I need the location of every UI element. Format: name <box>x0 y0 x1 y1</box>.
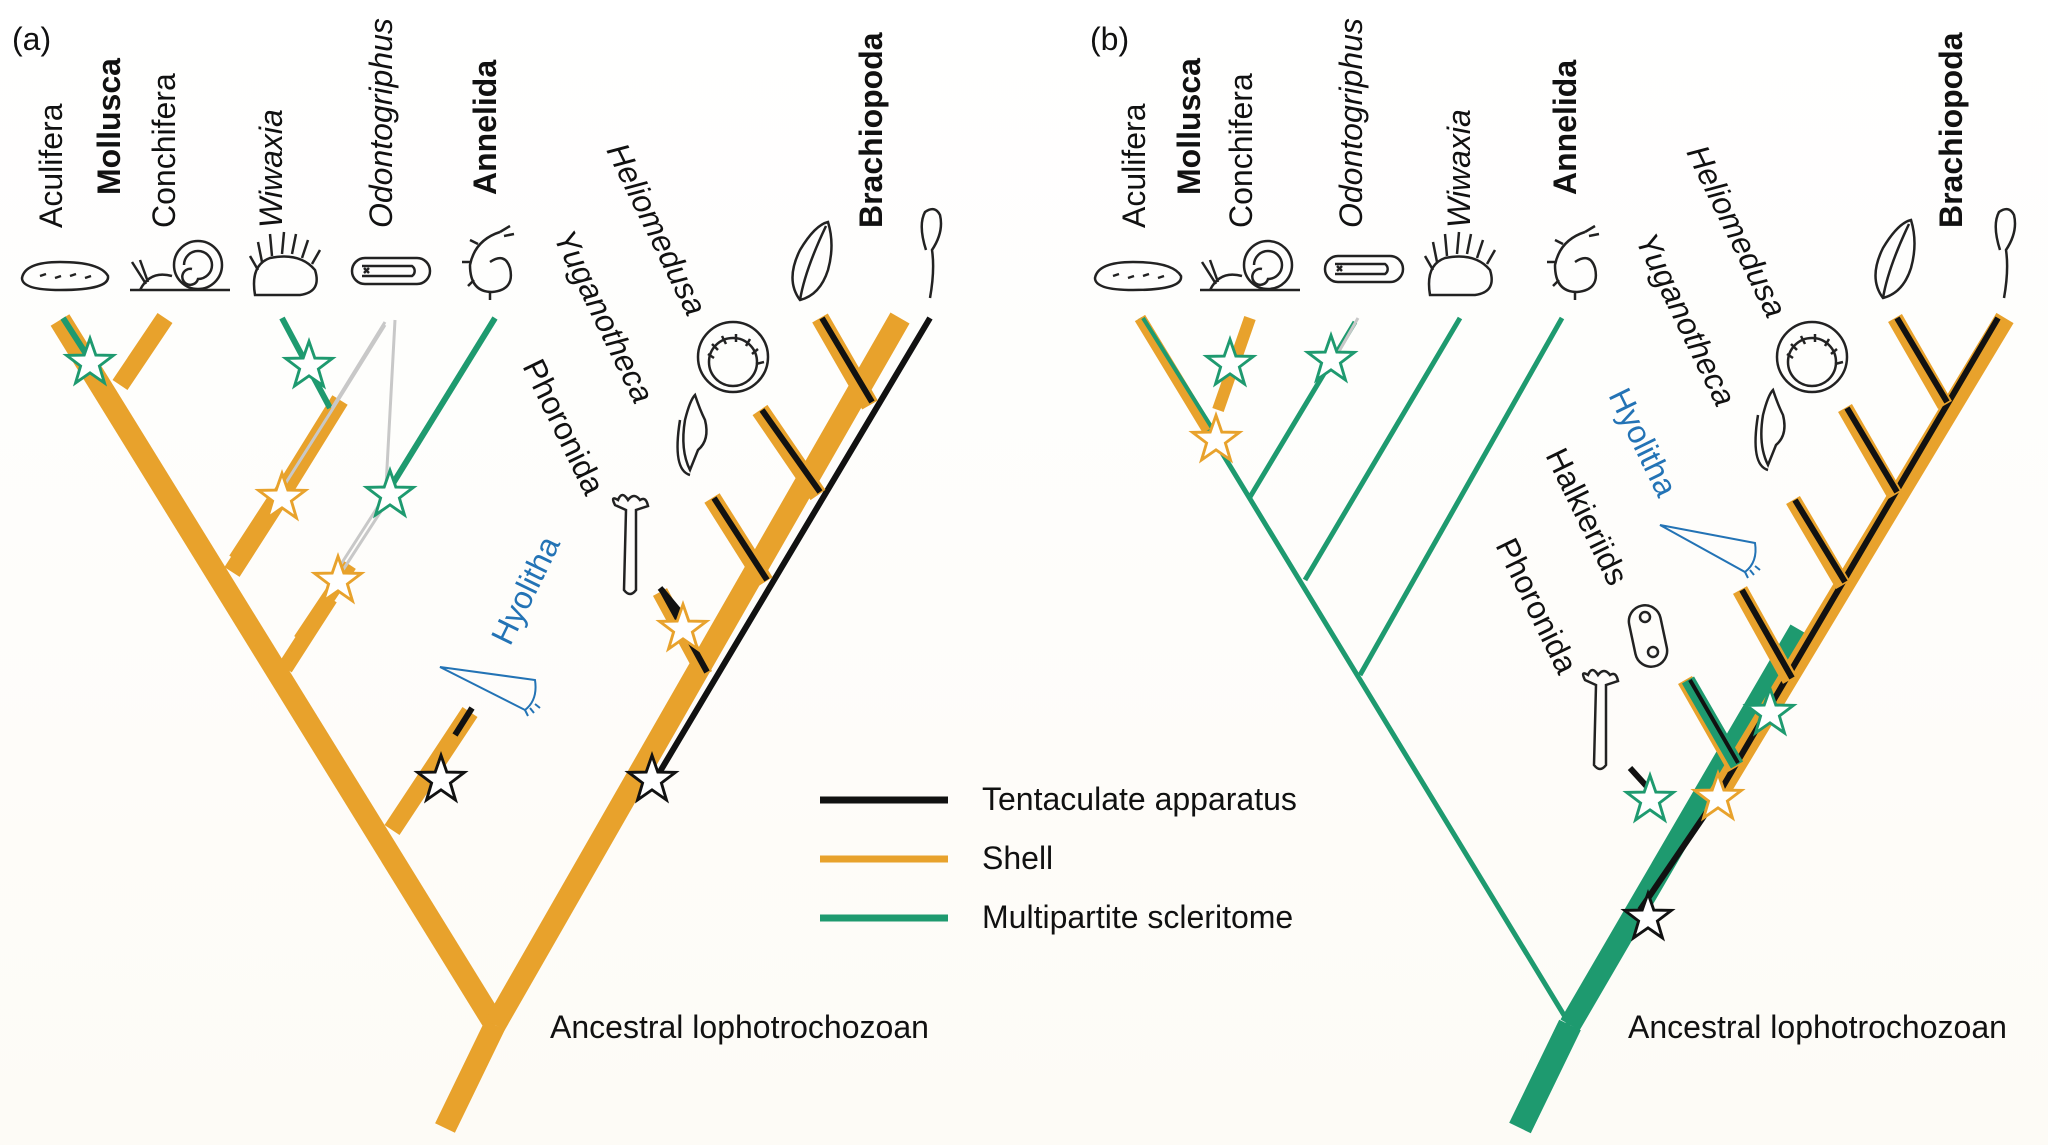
b-green-trunk-right <box>1560 624 1810 1031</box>
yuganotheca-icon <box>676 392 708 477</box>
a-label-hyolitha: Hyolitha <box>484 530 567 650</box>
b-root-trunk <box>1509 1019 1581 1134</box>
phoronid-icon <box>611 493 650 596</box>
b-label-phoronida: Phoronida <box>1489 532 1585 679</box>
a-root-label: Ancestral lophotrochozoan <box>550 1009 929 1045</box>
wiwaxia-icon <box>248 231 322 297</box>
legend-label-scleritome: Multipartite scleritome <box>982 899 1293 935</box>
b-hyolitha-black <box>1739 588 1795 680</box>
a-label-phoronida: Phoronida <box>516 353 612 500</box>
panel-b-stars <box>1191 333 1795 940</box>
b-mollusca-shell <box>1134 314 1214 434</box>
b-label-halkieriids: Halkieriids <box>1539 442 1636 590</box>
b-halk-black <box>1688 678 1740 765</box>
a-star-annelida <box>365 468 415 517</box>
panel-b-branches <box>1134 312 2014 1134</box>
a-brach-inner-black <box>711 496 770 582</box>
a-star-wiwaxia <box>284 339 334 388</box>
a-heliomedusa-black <box>819 316 875 404</box>
panel-a-stars <box>65 336 708 802</box>
panel-a-letter: (a) <box>12 21 51 57</box>
annelid-icon <box>1547 224 1600 300</box>
b-root-label: Ancestral lophotrochozoan <box>1628 1009 2007 1045</box>
legend-label-tentaculate: Tentaculate apparatus <box>982 781 1297 817</box>
a-label-odontogriphus: Odontogriphus <box>363 18 399 228</box>
b-brach-black <box>1894 316 1950 404</box>
b-green-wiwaxia-line <box>1302 316 1463 582</box>
aculifera-icon <box>1093 260 1183 292</box>
panel-a: (a) <box>12 18 943 1133</box>
b-star-odonto <box>1306 333 1356 382</box>
halkieriid-icon <box>1627 604 1669 668</box>
b-star-phoronid-scler <box>1625 773 1675 822</box>
hyolith-icon <box>1659 524 1761 579</box>
b-label-odontogriphus: Odontogriphus <box>1333 18 1369 228</box>
heliomedusa-icon <box>696 320 770 394</box>
b-helio-black <box>1844 406 1900 494</box>
b-label-mollusca: Mollusca <box>1171 58 1207 195</box>
yuganotheca-icon <box>1754 387 1786 472</box>
panel-a-branches <box>50 312 933 1133</box>
a-label-brachiopoda: Brachiopoda <box>853 32 889 228</box>
b-label-conchifera: Conchifera <box>1223 73 1259 228</box>
panel-a-icons <box>20 207 943 717</box>
panel-a-labels: Aculifera Mollusca Conchifera Wiwaxia Od… <box>33 18 929 1045</box>
brachiopod-shell-icon <box>791 220 833 302</box>
aculifera-icon <box>20 260 110 292</box>
a-yuganotheca-black <box>759 408 823 494</box>
wiwaxia-icon <box>1423 231 1497 297</box>
b-label-hyolitha: Hyolitha <box>1602 382 1685 502</box>
a-conchifera-branch <box>112 312 173 391</box>
phoronid-icon <box>1581 668 1620 771</box>
a-odonto-grey-line <box>330 321 387 409</box>
legend-label-shell: Shell <box>982 840 1053 876</box>
b-label-heliomedusa: Heliomedusa <box>1680 139 1794 323</box>
a-phoronid-tip <box>657 586 683 614</box>
a-label-yuganotheca: Yuganotheca <box>547 224 662 408</box>
b-yugano-black <box>1792 498 1848 584</box>
hyolith-icon <box>439 666 541 717</box>
brachiopod-shell-icon <box>1874 218 1916 300</box>
b-label-brachiopoda: Brachiopoda <box>1933 32 1969 228</box>
a-label-mollusca: Mollusca <box>91 58 127 195</box>
a-trunk-root <box>435 1020 505 1133</box>
b-label-wiwaxia: Wiwaxia <box>1441 109 1477 228</box>
b-label-yuganotheca: Yuganotheca <box>1629 227 1744 411</box>
conchifera-snail-icon <box>1200 239 1300 292</box>
a-label-heliomedusa: Heliomedusa <box>600 137 714 321</box>
a-label-annelida: Annelida <box>467 60 503 195</box>
a-annelida-green <box>389 316 498 487</box>
b-green-annelida <box>1357 316 1565 677</box>
odontogriphus-icon <box>1323 254 1405 284</box>
panel-b-icons <box>1093 207 2017 771</box>
b-aculifera-green <box>1141 316 1214 430</box>
a-label-conchifera: Conchifera <box>146 73 182 228</box>
b-label-annelida: Annelida <box>1547 60 1583 195</box>
odontogriphus-icon <box>350 256 432 286</box>
a-label-aculifera: Aculifera <box>33 103 69 228</box>
a-hyolitha-black <box>452 706 475 737</box>
brachiopod-lingula-icon <box>1994 207 2017 299</box>
annelid-icon <box>462 224 515 300</box>
a-tentaculate-trunk <box>652 316 933 782</box>
a-shell-trunk-left <box>50 314 505 1031</box>
heliomedusa-icon <box>1775 320 1849 394</box>
b-green-wiwaxia <box>1360 318 1460 675</box>
conchifera-snail-icon <box>130 239 230 292</box>
b-label-aculifera: Aculifera <box>1116 103 1152 228</box>
panel-b-letter: (b) <box>1090 21 1129 57</box>
panel-b: (b) <box>1090 18 2017 1134</box>
a-label-wiwaxia: Wiwaxia <box>253 109 289 228</box>
legend: Tentaculate apparatus Shell Multipartite… <box>820 781 1297 935</box>
brachiopod-lingula-icon <box>920 207 943 299</box>
